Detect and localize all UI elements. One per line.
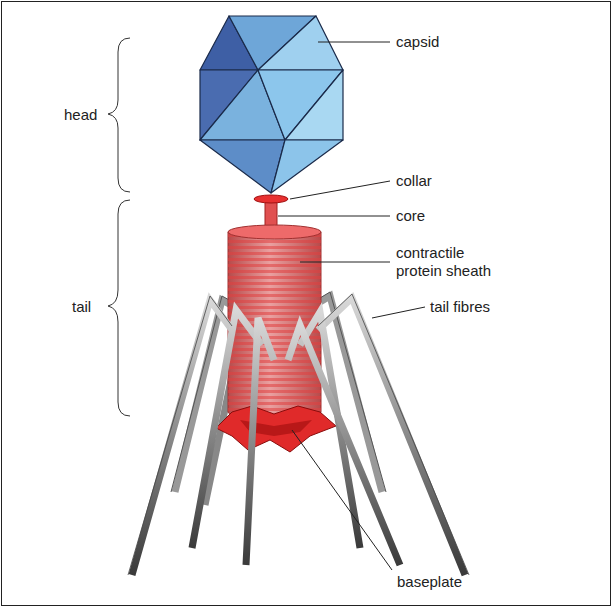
part-label: capsid [396, 33, 439, 51]
part-label: tail fibres [430, 298, 490, 316]
part-label: contractile protein sheath [396, 244, 508, 280]
capsid [200, 16, 343, 193]
brace-label: tail [72, 298, 91, 316]
baseplate [216, 406, 336, 452]
part-label: baseplate [397, 573, 462, 591]
part-label: core [396, 207, 425, 225]
tail-brace [108, 200, 130, 416]
leader-lines [278, 42, 425, 570]
tail-fibres-front [132, 298, 465, 575]
tail-fibres-front-outline [128, 294, 469, 575]
head-brace [108, 38, 130, 192]
part-label: collar [396, 172, 432, 190]
brace-label: head [64, 106, 97, 124]
collar [254, 195, 288, 203]
